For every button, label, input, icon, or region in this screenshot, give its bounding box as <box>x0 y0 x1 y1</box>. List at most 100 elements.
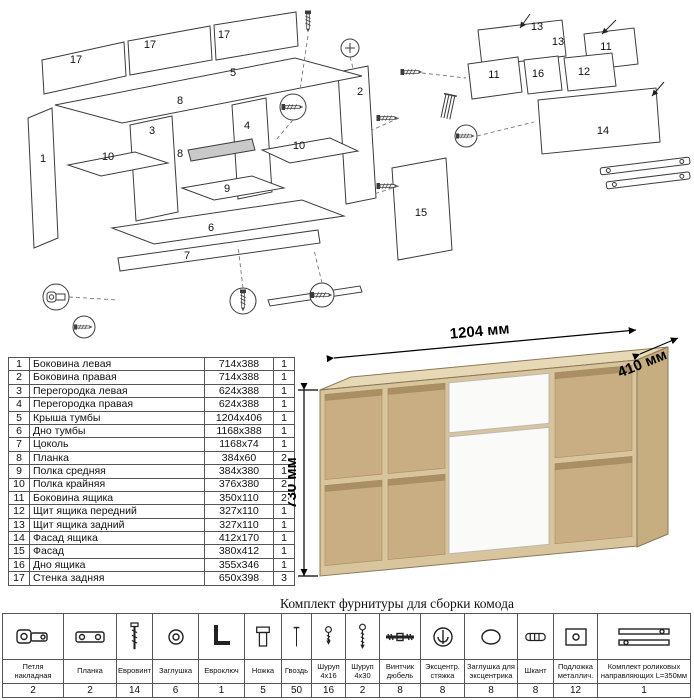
cam-lock-detail <box>340 38 360 58</box>
part-qty: 2 <box>273 490 295 506</box>
hardware-item-qty: 8 <box>439 685 446 696</box>
part-number-label: 4 <box>244 120 250 132</box>
cap-icon <box>153 614 198 660</box>
cabinet-render: 730 мм 1204 мм 410 мм <box>288 320 679 577</box>
height-dimension-label: 730 мм <box>288 457 300 508</box>
hardware-item-qty: 12 <box>569 685 582 696</box>
part-number-label: 16 <box>532 68 544 80</box>
part-size: 714x388 <box>204 356 274 372</box>
hardware-item: Шкант 8 <box>517 614 553 697</box>
cam-cap-icon <box>465 614 517 660</box>
drawer-facade <box>537 87 661 155</box>
metal-plate-icon <box>554 614 597 660</box>
hardware-kit-title: Комплект фурнитуры для сборки комода <box>279 596 514 611</box>
hardware-item-qty: 1 <box>641 685 647 696</box>
panel-partition-left <box>129 115 179 222</box>
panel-side-left <box>27 107 59 249</box>
part-name: Боковина левая <box>29 356 205 372</box>
shelf-right <box>260 137 360 164</box>
hardware-item: Гвоздь 50 <box>281 614 311 697</box>
part-num: 10 <box>8 477 30 492</box>
screw-callout-3 <box>229 287 257 315</box>
hardware-item: Шуруп 4x30 2 <box>345 614 379 697</box>
part-number-label: 15 <box>415 207 427 219</box>
part-number-label: 8 <box>177 95 183 107</box>
part-size: 624x388 <box>204 397 274 412</box>
hardware-item-label: Евровинт <box>117 660 152 684</box>
hardware-item-label: Винтчик дюбель <box>380 660 420 684</box>
hardware-item: Евровинт 14 <box>116 614 152 697</box>
panel-side-right <box>337 65 377 205</box>
hardware-item: Заглушка 6 <box>152 614 198 697</box>
part-num: 17 <box>8 571 30 586</box>
euro-screw-icon <box>400 68 423 76</box>
part-size: 384x380 <box>204 464 274 479</box>
part-name: Фасад <box>29 544 205 559</box>
part-num: 7 <box>8 437 30 452</box>
hardware-item: Евроключ 1 <box>198 614 244 697</box>
part-number-label: 3 <box>149 125 155 137</box>
euro-screw-icon <box>117 614 152 660</box>
part-num: 14 <box>8 531 30 546</box>
part-number-label: 6 <box>208 222 214 234</box>
part-number-label: 10 <box>102 151 114 163</box>
screw-callout-2 <box>72 315 96 339</box>
hardware-item-qty: 8 <box>397 685 403 696</box>
hardware-item-label: Петля накладная <box>3 660 63 684</box>
drawer-front-shield <box>563 52 617 92</box>
part-size: 384x60 <box>204 450 274 466</box>
part-num: 4 <box>8 397 30 412</box>
part-name: Перегородка левая <box>29 383 205 399</box>
shelf-middle <box>180 175 286 201</box>
screw-large-icon <box>346 614 379 660</box>
part-size: 327x110 <box>204 517 274 533</box>
hardware-item-label: Эксцентр. стяжка <box>421 660 464 684</box>
screw-small-icon <box>312 614 345 660</box>
part-number-label: 9 <box>224 183 230 195</box>
door-front <box>448 426 550 555</box>
part-num: 15 <box>8 544 30 559</box>
confirmat-screw-icon <box>304 10 312 33</box>
part-name: Боковина правая <box>29 370 205 385</box>
part-size: 624x388 <box>204 383 274 399</box>
hardware-item-label: Подложка металлич. <box>554 660 597 684</box>
bolt-dowel-icon <box>380 614 420 660</box>
cabinet-front-face <box>319 359 638 577</box>
part-size: 1168x388 <box>204 423 274 439</box>
exploded-assembly-diagram: 17 17 17 5 1 3 10 8 4 8 9 10 2 6 7 15 13… <box>27 10 691 339</box>
hardware-item-qty: 1 <box>218 685 225 696</box>
drawer-bottom <box>523 55 563 95</box>
nail-icon <box>282 614 311 660</box>
hinge-detail <box>42 283 70 311</box>
hardware-item-label: Ножка <box>245 660 281 684</box>
part-num: 3 <box>8 383 30 399</box>
part-size: 412x170 <box>204 531 274 546</box>
hardware-item-qty: 6 <box>172 685 179 696</box>
hardware-item-label: Заглушка для эксцентрика <box>465 660 517 684</box>
part-number-label: 1 <box>40 153 46 165</box>
drawer-back-shield <box>477 19 567 67</box>
hardware-item-qty: 5 <box>260 685 266 696</box>
part-number-label: 13 <box>552 36 564 48</box>
part-number-label: 5 <box>230 67 236 79</box>
screw-callout-1 <box>279 93 307 121</box>
part-num: 6 <box>8 423 30 439</box>
panel-bottom <box>110 199 346 245</box>
hardware-item: Подложка металлич. 12 <box>553 614 597 697</box>
part-number-label: 11 <box>488 69 499 81</box>
part-num: 13 <box>8 517 30 533</box>
part-number-label: 8 <box>177 148 183 160</box>
hardware-item: Заглушка для эксцентрика 8 <box>464 614 517 697</box>
part-num: 1 <box>8 356 30 372</box>
